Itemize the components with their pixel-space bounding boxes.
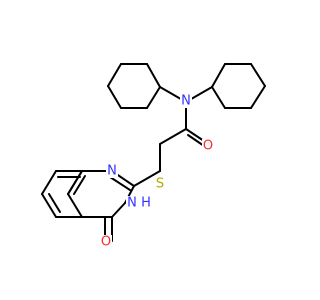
ketone-oxygen-label: O: [101, 235, 111, 250]
quinazolinone-ring: [67, 170, 135, 242]
thioether-sulfur-label: S: [156, 177, 164, 192]
atom-labels: N O S N N H O: [100, 94, 214, 250]
ring-nitrogen-label: N: [107, 164, 117, 179]
molecule-diagram: N O S N N H O: [41, 63, 266, 250]
molecule-structure: N O S N N H O: [41, 63, 266, 250]
cyclohexane-ring-left: [107, 63, 161, 109]
ring-nh-nitrogen-label: N: [127, 196, 137, 211]
benzene-ring: [41, 170, 86, 218]
amide-oxygen-label: O: [203, 139, 213, 154]
ring-nh-hydrogen-label: H: [141, 196, 151, 211]
amide-linker: [133, 86, 213, 187]
cyclohexane-ring-right: [211, 63, 266, 109]
amide-nitrogen-label: N: [181, 94, 191, 109]
